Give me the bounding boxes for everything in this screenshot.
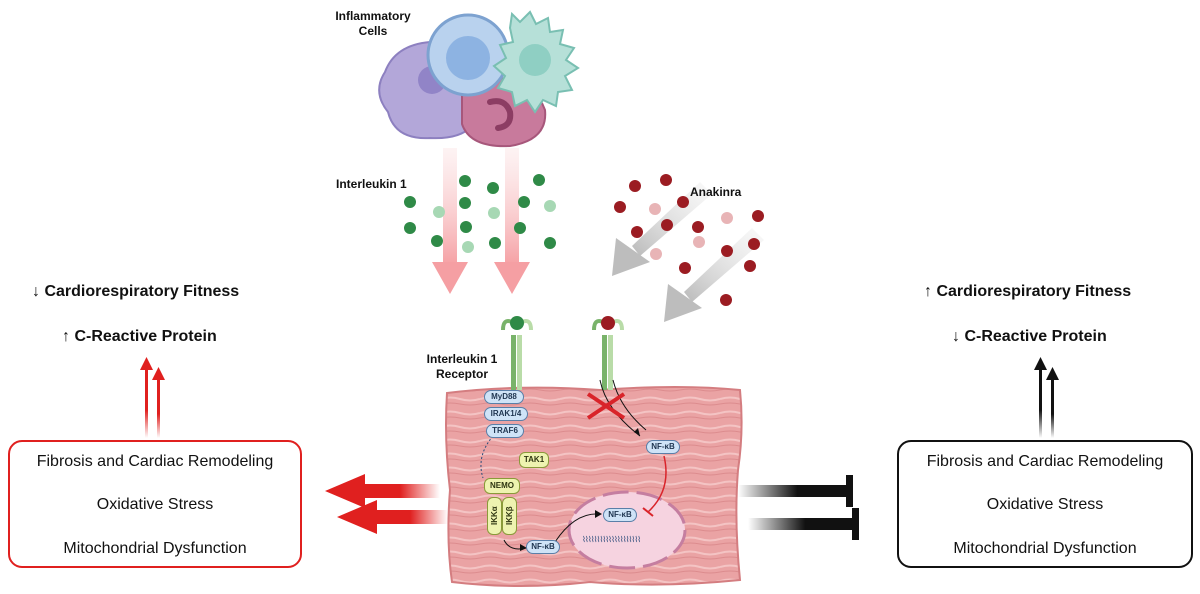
irak-pill: IRAK1/4 [484, 407, 528, 421]
ikka-pill: IKKα [487, 497, 502, 535]
right-effect-fibrosis: Fibrosis and Cardiac Remodeling [926, 453, 1164, 470]
right-inhibit-arrow-upper [738, 475, 853, 507]
left-effect-mitochondrial: Mitochondrial Dysfunction [63, 540, 247, 557]
myd88-pill: MyD88 [484, 390, 524, 404]
inflammatory-cells-label: Inflammatory Cells [335, 9, 411, 38]
anakinra-arrow-lower [664, 228, 764, 322]
inflammatory-cells-illustration [378, 10, 580, 148]
left-effect-arrow-lower [337, 500, 448, 534]
interleukin-1-label: Interleukin 1 [336, 177, 407, 191]
traf6-pill: TRAF6 [486, 424, 524, 438]
left-effect-arrow-upper [325, 474, 440, 508]
nfkb-right-pill: NF-κB [646, 440, 680, 454]
il1-arrow-left [432, 148, 468, 294]
nfkb-nucleus-pill: NF-κB [603, 508, 637, 522]
left-effect-oxidative-stress: Oxidative Stress [96, 496, 214, 513]
left-outcome-crp: ↑ C-Reactive Protein [62, 328, 217, 345]
right-effects-box: Fibrosis and Cardiac Remodeling Oxidativ… [897, 440, 1193, 568]
nfkb-left-pill: NF-κB [526, 540, 560, 554]
nucleus [567, 490, 687, 570]
right-outcome-fitness: ↑ Cardiorespiratory Fitness [924, 283, 1132, 300]
signaling-connectors [480, 435, 667, 551]
right-effect-oxidative-stress: Oxidative Stress [986, 496, 1104, 513]
il1-molecules [404, 174, 556, 253]
anakinra-arrow-upper [612, 182, 712, 276]
left-effect-fibrosis: Fibrosis and Cardiac Remodeling [36, 453, 274, 470]
dna-strand-icon: ⌇⌇⌇⌇⌇⌇⌇⌇⌇⌇⌇⌇⌇⌇⌇⌇⌇⌇⌇⌇ [582, 535, 641, 544]
il1-receptor-right [592, 316, 624, 390]
tak1-pill: TAK1 [519, 452, 549, 468]
right-effect-mitochondrial: Mitochondrial Dysfunction [953, 540, 1137, 557]
nemo-pill: NEMO [484, 478, 520, 494]
left-up-arrows [140, 357, 165, 438]
right-inhibit-arrow-lower [748, 508, 859, 540]
right-up-arrows [1034, 357, 1059, 438]
il1-arrow-right [494, 148, 530, 294]
anakinra-label: Anakinra [690, 185, 742, 199]
right-outcome-crp: ↓ C-Reactive Protein [952, 328, 1107, 345]
left-effects-box: Fibrosis and Cardiac Remodeling Oxidativ… [8, 440, 302, 568]
block-x-icon [586, 392, 626, 420]
il1-receptor-left [501, 316, 533, 390]
il1-receptor-label: Interleukin 1 Receptor [426, 352, 498, 381]
ikkb-pill: IKKβ [502, 497, 517, 535]
left-outcome-fitness: ↓ Cardiorespiratory Fitness [32, 283, 240, 300]
anakinra-molecules [614, 174, 764, 306]
